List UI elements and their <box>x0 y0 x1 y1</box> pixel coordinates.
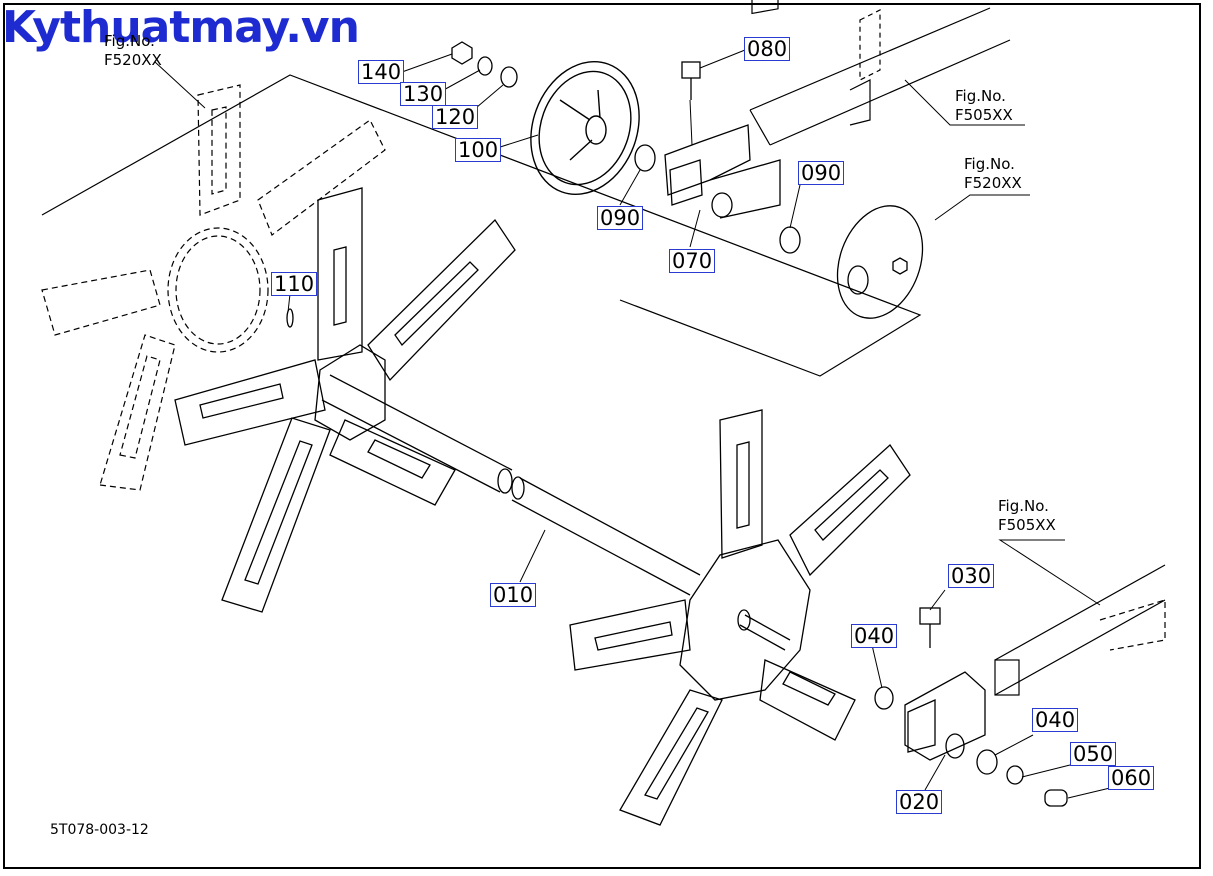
figure-ref-line2: F505XX <box>998 516 1056 534</box>
side-plate <box>836 205 924 319</box>
bracket-070 <box>664 124 781 219</box>
part-callout: 030 <box>948 564 995 588</box>
frame-tube-top <box>749 0 1011 146</box>
part-callout: 090 <box>597 206 644 230</box>
shaft-010 <box>321 374 701 596</box>
part-callout: 020 <box>896 790 943 814</box>
part-callout: 070 <box>669 249 716 273</box>
part-callout: 080 <box>744 37 791 61</box>
pulley-100 <box>530 60 640 196</box>
figure-ref: Fig.No. F520XX <box>964 155 1022 193</box>
part-callout: 040 <box>851 624 898 648</box>
drawing-id: 5T078-003-12 <box>50 822 149 838</box>
figure-ref-line1: Fig.No. <box>955 87 1006 105</box>
part-callout: 100 <box>455 138 502 162</box>
middle-reel-spider <box>174 187 516 613</box>
part-callout: 140 <box>358 60 405 84</box>
part-callout: 110 <box>271 272 318 296</box>
part-callout: 040 <box>1032 708 1079 732</box>
figure-ref-line1: Fig.No. <box>998 497 1049 515</box>
rear-reel-spider <box>41 84 386 491</box>
figure-ref: Fig.No. F520XX <box>104 32 162 70</box>
part-callout: 060 <box>1108 766 1155 790</box>
hardware-top <box>286 41 801 328</box>
figure-ref-line1: Fig.No. <box>964 155 1015 173</box>
figure-ref-line2: F520XX <box>964 174 1022 192</box>
figure-ref: Fig.No. F505XX <box>998 497 1056 535</box>
figure-ref: Fig.No. F505XX <box>955 87 1013 125</box>
figure-ref-line1: Fig.No. <box>104 32 155 50</box>
part-callout: 130 <box>400 82 447 106</box>
part-callout: 010 <box>490 583 537 607</box>
drawing-border <box>3 3 1201 869</box>
leader-lines <box>154 49 1111 799</box>
part-callout: 090 <box>798 161 845 185</box>
part-callout: 120 <box>432 105 479 129</box>
front-reel-spider <box>569 409 911 826</box>
bracket-020 <box>874 607 1068 807</box>
figure-ref-line2: F520XX <box>104 51 162 69</box>
frame-tube-bottom <box>994 564 1166 696</box>
frame-outline-plane <box>41 74 922 377</box>
figure-ref-line2: F505XX <box>955 106 1013 124</box>
part-callout: 050 <box>1070 742 1117 766</box>
site-watermark: Kythuatmay.vn <box>2 2 360 53</box>
